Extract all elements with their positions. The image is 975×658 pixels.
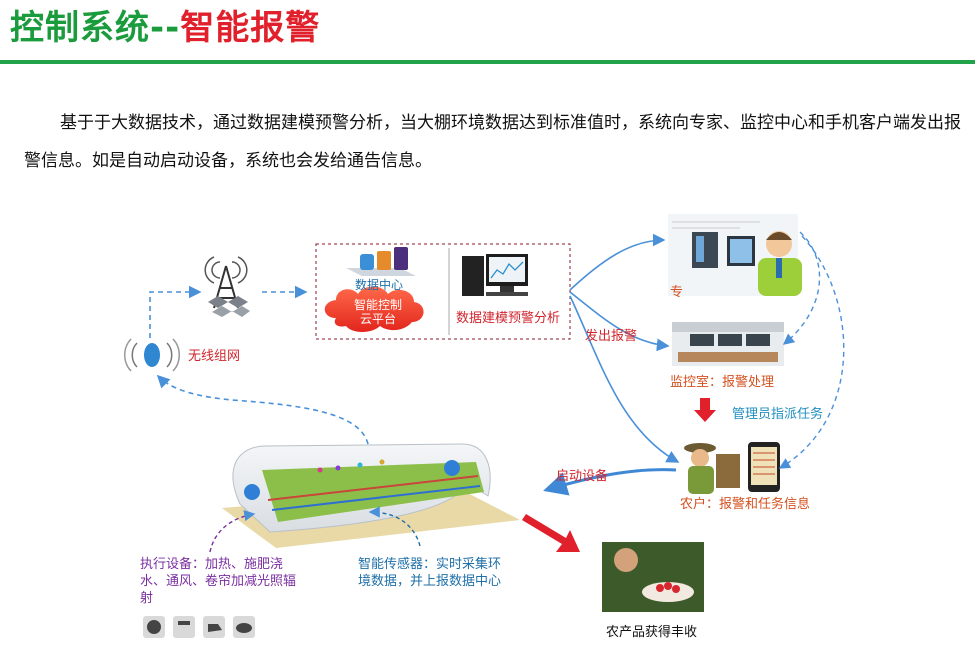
- wireless-label: 无线组网: [188, 349, 241, 364]
- monitor-room-image: [672, 322, 784, 366]
- send-alarm-label: 发出报警: [585, 329, 638, 344]
- harvest-arrow-icon: [522, 514, 580, 552]
- wireless-sensor-icon: [123, 338, 181, 372]
- admin-task-label: 管理员指派任务: [732, 407, 824, 422]
- intro-paragraph: 基于于大数据技术，通过数据建模预警分析，当大棚环境数据达到标准值时，系统向专家、…: [24, 113, 961, 171]
- monitor-room-label: 监控室：报警处理: [670, 375, 775, 390]
- data-center-box: [315, 243, 571, 340]
- farmer-label: 农户：报警和任务信息: [680, 497, 811, 512]
- expert-image: [668, 214, 802, 296]
- harvest-image: [602, 542, 704, 612]
- title-part2: 智能报警: [180, 8, 321, 48]
- modeling-label: 数据建模预警分析: [456, 311, 561, 326]
- cloud-icon: [324, 286, 424, 332]
- harvest-label: 农产品获得丰收: [606, 625, 698, 640]
- data-center-label: 数据中心: [355, 278, 404, 292]
- actuator-label: 执行设备：加热、施肥浇水、通风、卷帘加减光照辐射: [140, 557, 297, 606]
- computer-icon: [462, 254, 528, 296]
- tower-icon: [204, 256, 250, 317]
- down-arrow-icon: [694, 398, 716, 422]
- farmer-image: [684, 442, 780, 494]
- title-divider: [0, 60, 975, 64]
- cloud-label: 智能控制 云平台: [353, 298, 402, 326]
- device-icons: [143, 616, 255, 638]
- expert-label: 专: [670, 285, 684, 300]
- greenhouse-image: [222, 443, 520, 548]
- server-icon: [346, 247, 416, 276]
- page-title: 控制系统--智能报警: [10, 4, 320, 52]
- title-part1: 控制系统--: [10, 8, 181, 48]
- sensor-label: 智能传感器：实时采集环境数据，并上报数据中心: [358, 557, 502, 589]
- start-device-label: 启动设备: [556, 469, 609, 484]
